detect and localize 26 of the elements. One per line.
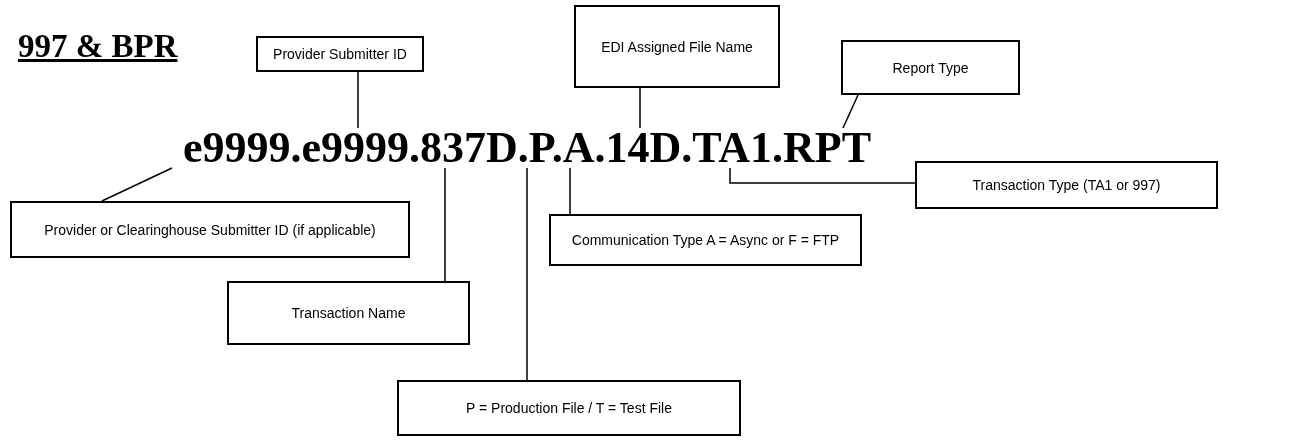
file-name-text: e9999.e9999.837D.P.A.14D.TA1.RPT	[183, 128, 872, 168]
label-box	[397, 380, 741, 436]
leader-line	[444, 167, 446, 282]
label-box	[915, 161, 1218, 209]
box-label: Report Type	[891, 58, 970, 78]
leader-line	[842, 94, 859, 129]
label-box	[256, 36, 424, 72]
label-box	[841, 40, 1020, 95]
label-box	[227, 281, 470, 345]
box-label: Transaction Type (TA1 or 997)	[971, 176, 1162, 195]
leader-line	[357, 71, 359, 129]
label-box	[549, 214, 862, 266]
leader-line	[569, 167, 571, 215]
label-box	[10, 201, 410, 258]
title: 997 & BPR	[18, 28, 178, 65]
leader-line	[101, 167, 173, 202]
leader-line	[526, 167, 528, 381]
box-label: Provider Submitter ID	[272, 45, 408, 64]
label-box	[574, 5, 780, 88]
box-label: Communication Type A = Async or F = FTP	[570, 231, 841, 250]
box-label: Transaction Name	[290, 304, 407, 323]
leader-line	[639, 87, 641, 129]
box-label: EDI Assigned File Name	[600, 37, 754, 57]
box-label: P = Production File / T = Test File	[465, 399, 673, 418]
box-label: Provider or Clearinghouse Submitter ID (if applicable)	[43, 220, 377, 240]
leader-line	[729, 167, 916, 184]
